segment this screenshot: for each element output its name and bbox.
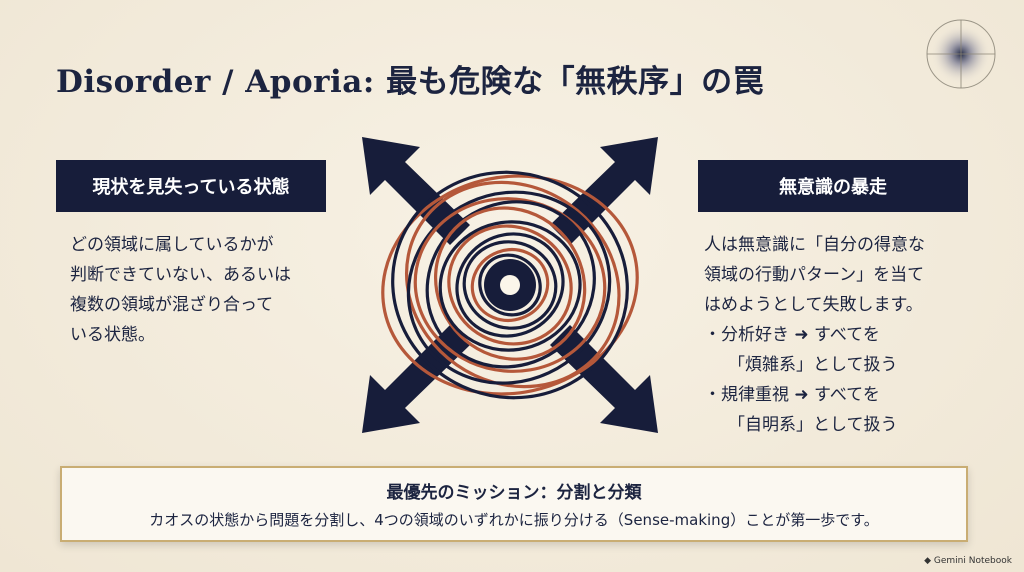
watermark: ◆ Gemini Notebook <box>924 556 1012 566</box>
arrow-bottom-left-icon <box>362 325 470 433</box>
right-panel-header: 無意識の暴走 <box>698 160 968 212</box>
slide-title: Disorder / Aporia: 最も危険な「無秩序」の罠 <box>56 64 765 100</box>
arrow-top-right-icon <box>550 137 658 245</box>
compass-logo-icon <box>926 19 996 89</box>
left-line: どの領域に属しているかが <box>70 235 274 255</box>
sparkle-icon: ◆ <box>924 556 932 566</box>
bullet-follow: 「自明系」として扱う <box>728 415 898 435</box>
mission-box: 最優先のミッション：分割と分類 カオスの状態から問題を分割し、4つの領域のいずれ… <box>60 466 968 542</box>
left-panel-header: 現状を見失っている状態 <box>56 160 326 212</box>
left-line: 複数の領域が混ざり合って <box>70 295 274 315</box>
watermark-text: Gemini Notebook <box>933 556 1012 566</box>
left-line: いる状態。 <box>70 325 155 345</box>
bullet-follow: 「煩雑系」として扱う <box>728 355 898 375</box>
bullet-lead: ・規律重視 ➜ すべてを <box>704 385 880 405</box>
right-panel-body: 人は無意識に「自分の得意な 領域の行動パターン」を当て はめようとして失敗します… <box>704 230 994 440</box>
bullet-lead: ・分析好き ➜ すべてを <box>704 325 880 345</box>
right-line: はめようとして失敗します。 <box>704 295 923 315</box>
chaos-vortex-illustration <box>362 137 658 433</box>
mission-text: カオスの状態から問題を分割し、4つの領域のいずれかに振り分ける（Sense-ma… <box>149 511 879 529</box>
left-line: 判断できていない、あるいは <box>70 265 291 285</box>
right-line: 領域の行動パターン」を当て <box>704 265 925 285</box>
mission-title: 最優先のミッション：分割と分類 <box>386 483 642 503</box>
right-line: 人は無意識に「自分の得意な <box>704 235 925 255</box>
left-panel-body: どの領域に属しているかが 判断できていない、あるいは 複数の領域が混ざり合って … <box>70 230 350 350</box>
